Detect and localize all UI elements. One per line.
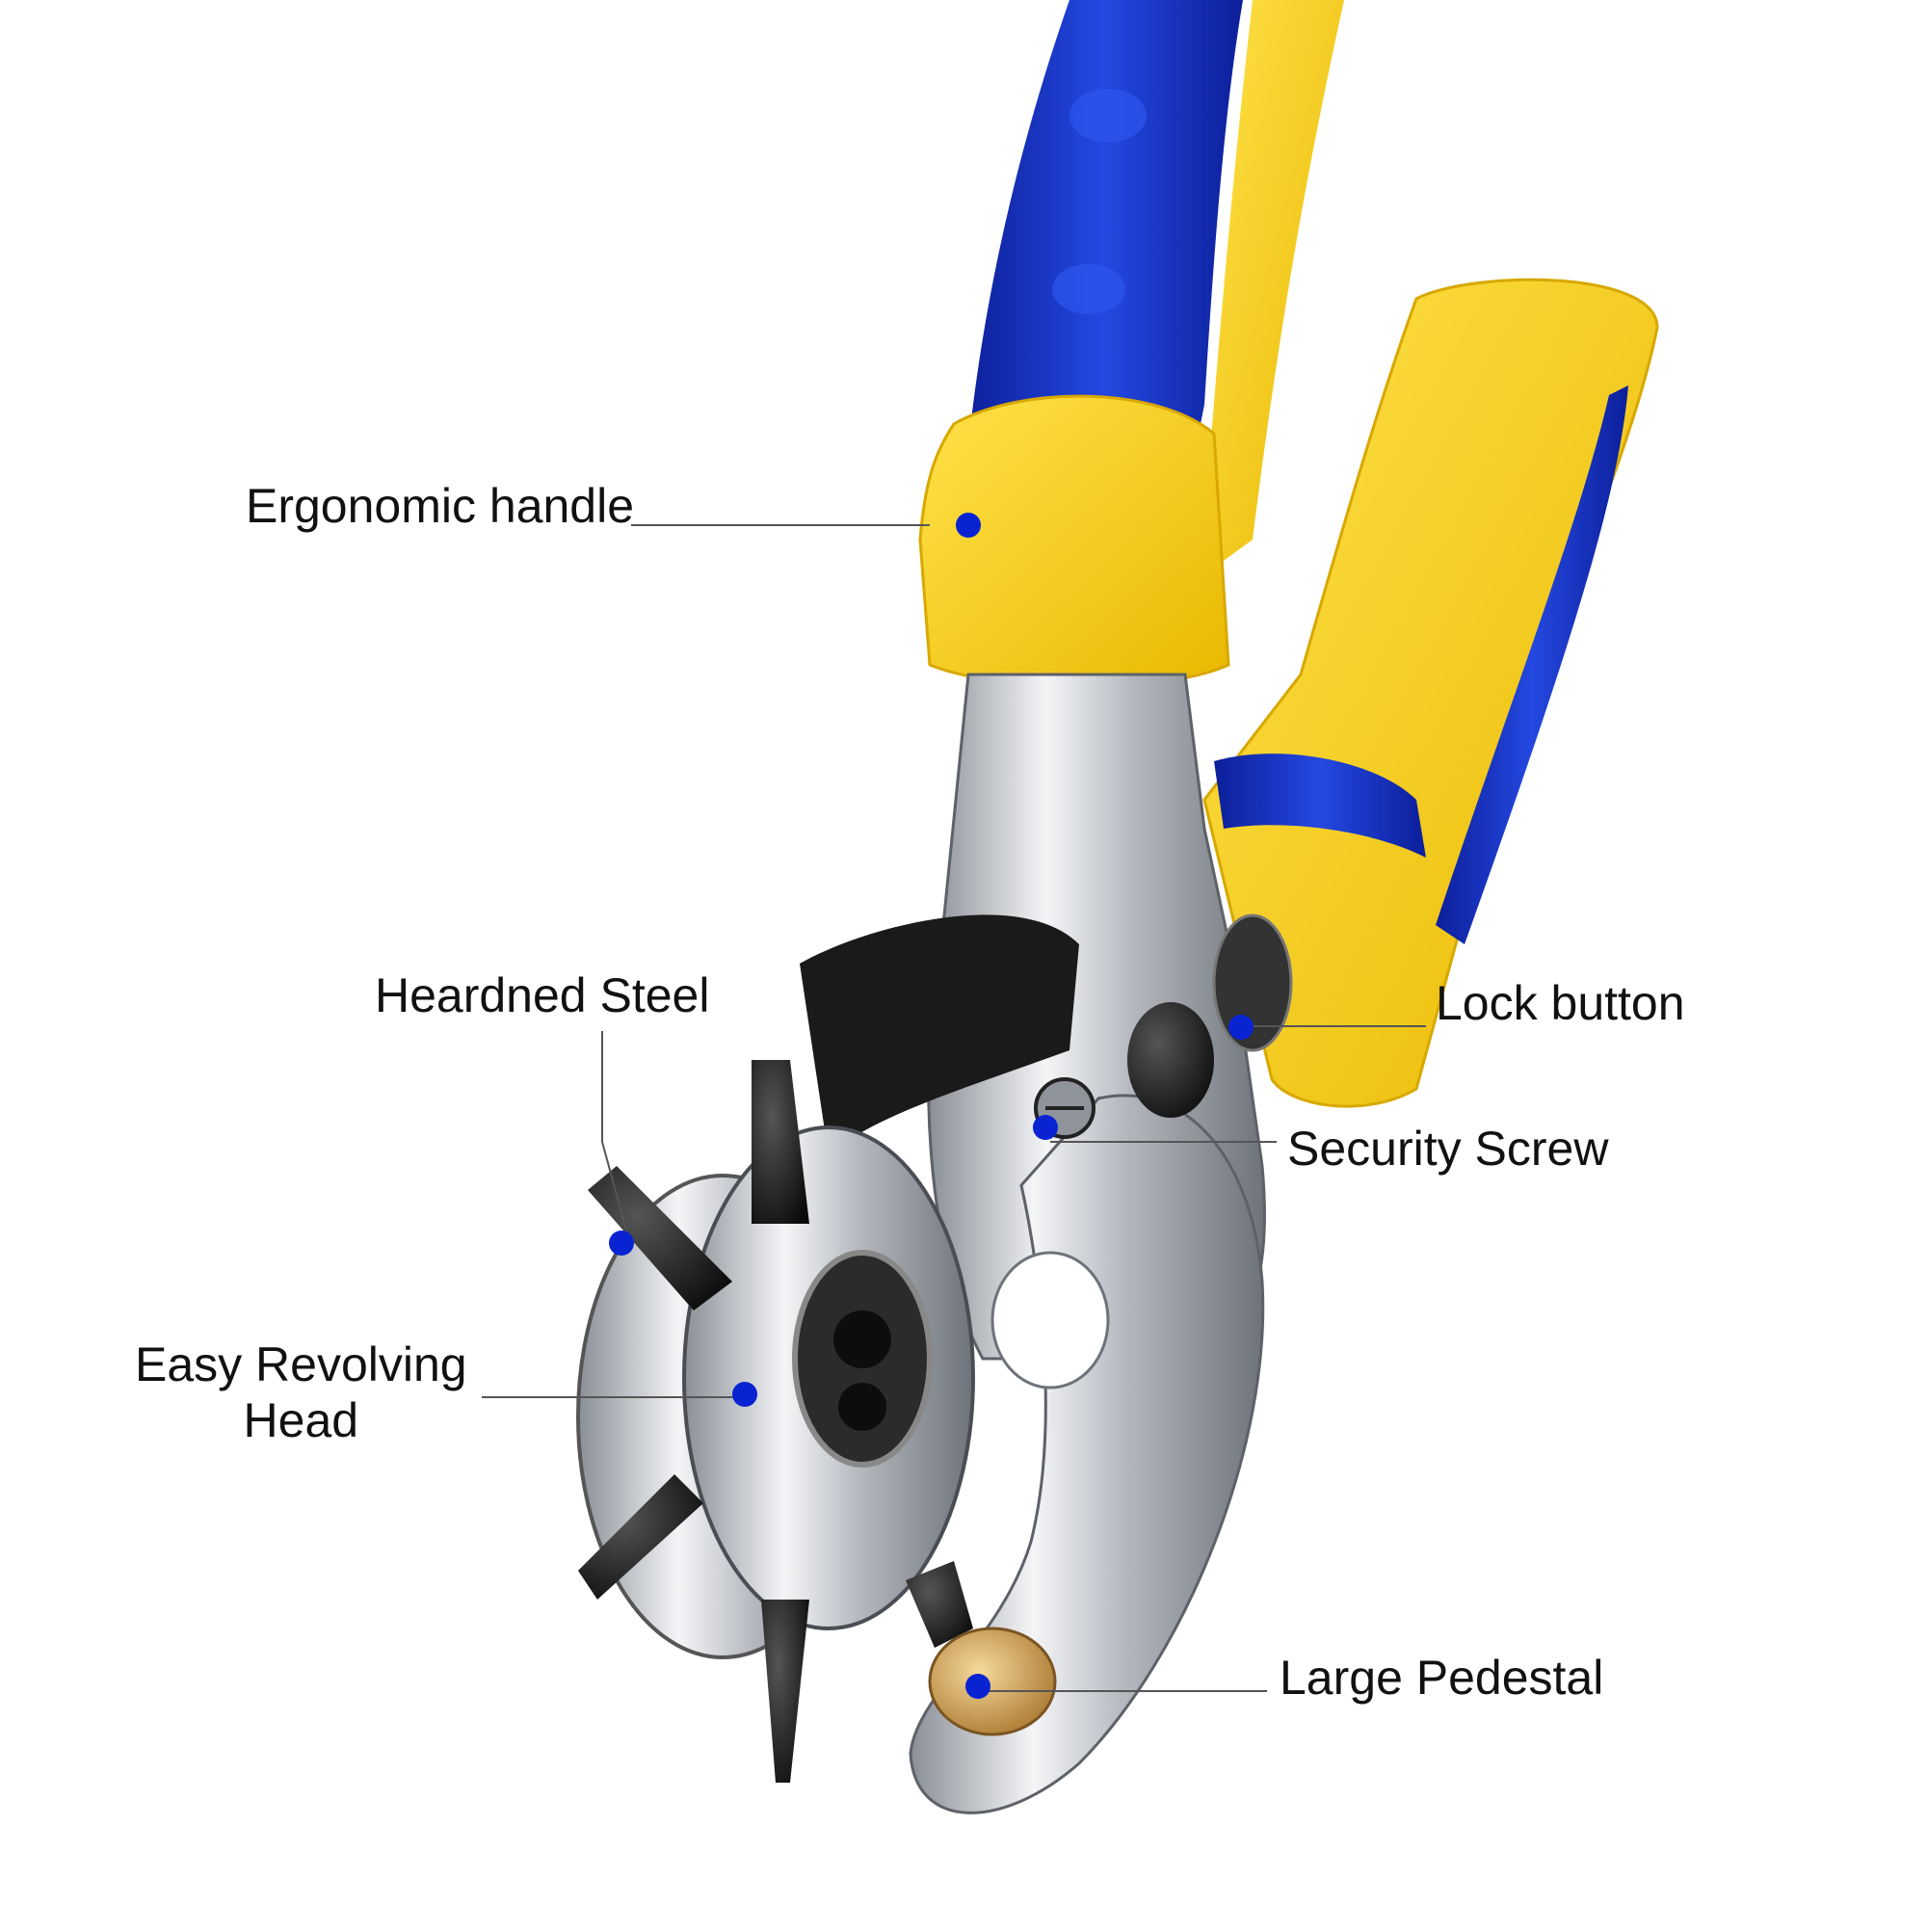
left-handle-yellow-strip bbox=[1200, 0, 1344, 578]
right-handle bbox=[1202, 278, 1659, 1108]
jaw-window bbox=[990, 1251, 1110, 1389]
lock-button-part bbox=[1212, 913, 1293, 1052]
label-revolving-head-line2: Head bbox=[243, 1392, 359, 1447]
marker-revolving-head bbox=[732, 1382, 757, 1407]
punch-tube-lower-right bbox=[906, 1561, 973, 1648]
marker-security-screw bbox=[1033, 1115, 1058, 1140]
leader-hardened-steel bbox=[601, 1031, 632, 1249]
callout-markers bbox=[609, 513, 1254, 1699]
punch-socket-hole bbox=[833, 1310, 891, 1368]
revolving-head bbox=[576, 1060, 975, 1783]
marker-hardened-steel bbox=[609, 1231, 634, 1256]
pedestal-anvil bbox=[928, 1627, 1057, 1736]
label-hardened-steel: Heardned Steel bbox=[375, 968, 710, 1022]
punch-tube-bottom bbox=[761, 1600, 809, 1783]
marker-lock-button bbox=[1228, 1015, 1254, 1040]
punch-socket-hole bbox=[838, 1383, 886, 1431]
label-lock-button: Lock button bbox=[1436, 976, 1685, 1030]
punch-tube-upper-left bbox=[588, 1166, 732, 1310]
right-handle-blue-stripe bbox=[1214, 754, 1426, 858]
label-ergonomic-handle: Ergonomic handle bbox=[246, 479, 635, 533]
grip-dimple bbox=[1052, 264, 1125, 314]
label-revolving-head: Easy Revolving Head bbox=[135, 1337, 467, 1448]
pivot-rivet bbox=[1127, 1002, 1214, 1118]
steel-side-plate bbox=[800, 914, 1079, 1156]
label-security-screw: Security Screw bbox=[1287, 1122, 1609, 1176]
marker-large-pedestal bbox=[965, 1674, 990, 1699]
marker-ergonomic-handle bbox=[956, 513, 981, 538]
punch-tube-top bbox=[752, 1060, 809, 1224]
grip-dimple bbox=[1069, 89, 1147, 143]
label-revolving-head-line1: Easy Revolving bbox=[135, 1337, 467, 1391]
left-handle-blue-grip bbox=[964, 0, 1243, 501]
left-handle bbox=[918, 0, 1344, 688]
right-handle-blue-edge bbox=[1436, 385, 1628, 944]
left-handle-yellow-collar bbox=[918, 394, 1230, 688]
leader-lines bbox=[482, 524, 1426, 1692]
label-large-pedestal: Large Pedestal bbox=[1280, 1651, 1604, 1705]
punch-tube-lower-left bbox=[578, 1474, 703, 1600]
